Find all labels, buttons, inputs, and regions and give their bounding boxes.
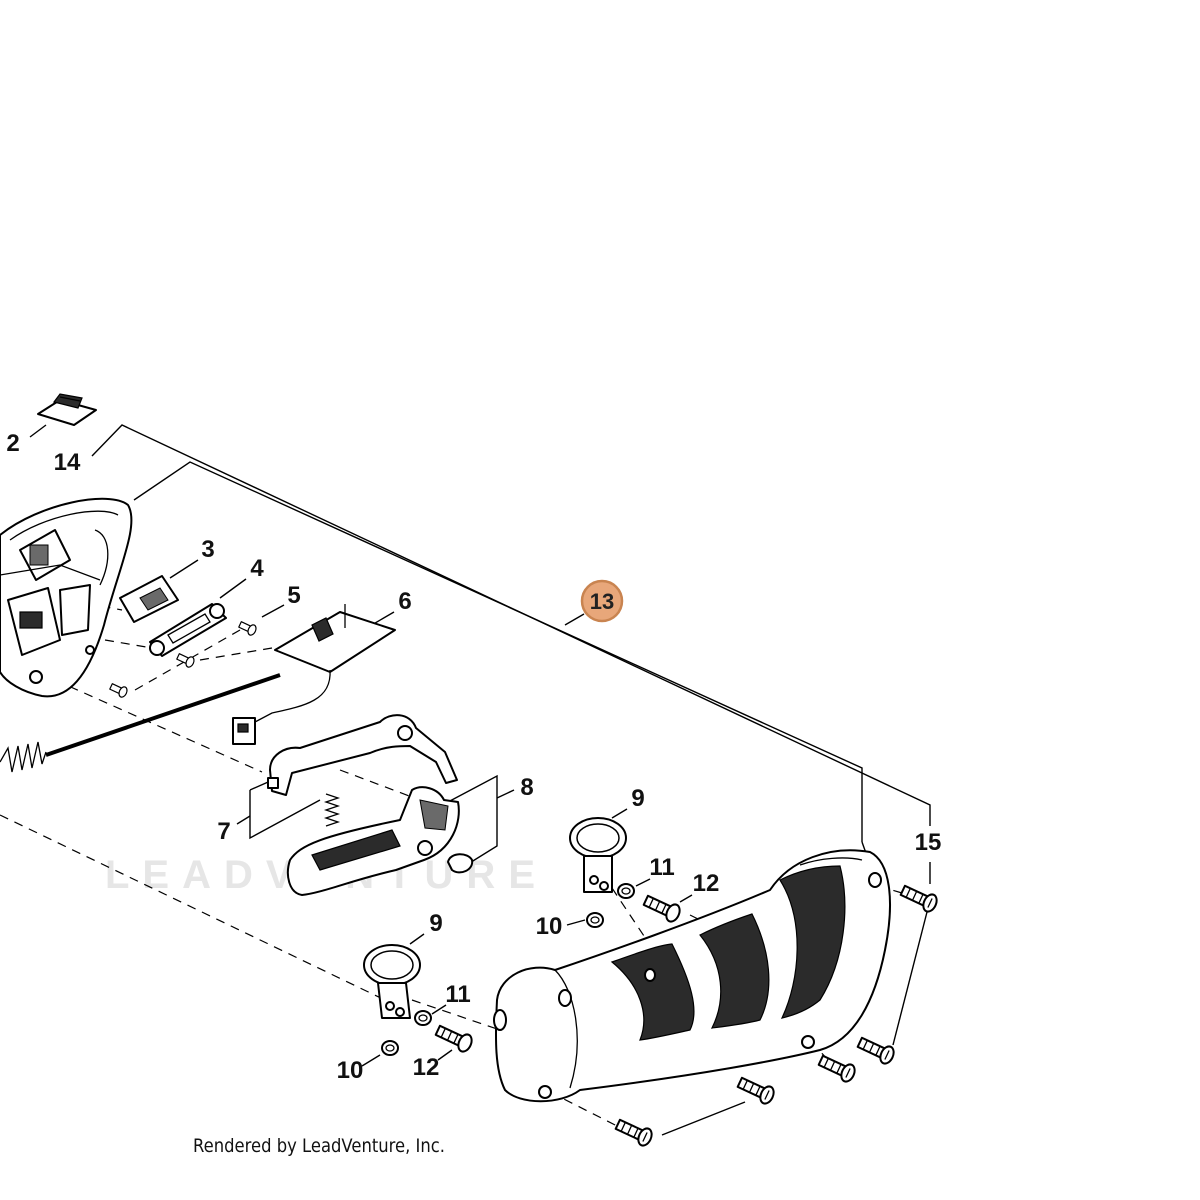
- part-10-washer-lower: [381, 1040, 399, 1056]
- part-4-bracket: [149, 603, 227, 657]
- callout-7: 7: [217, 818, 230, 845]
- part-15-screw: [899, 884, 938, 913]
- part-15-screw: [856, 1036, 895, 1065]
- part-5-screw: [238, 621, 257, 636]
- throttle-cable: [0, 673, 281, 773]
- part-7-spring: [323, 793, 341, 827]
- part-15-screw: [614, 1118, 653, 1147]
- footer-credit: Rendered by LeadVenture, Inc.: [193, 1135, 445, 1157]
- callout-10-upper: 10: [536, 913, 563, 940]
- part-5-screw: [109, 683, 128, 698]
- callout-11-lower: 11: [445, 981, 470, 1008]
- part-11-washer-lower: [414, 1010, 432, 1026]
- grip-housing: [493, 849, 891, 1103]
- part-11-washer-upper: [617, 883, 635, 899]
- alignment-lines: [0, 599, 903, 1131]
- callout-12-lower: 12: [413, 1054, 440, 1081]
- part-15-screw: [736, 1076, 775, 1105]
- callout-6: 6: [398, 588, 411, 615]
- highlighted-callout-13[interactable]: 13: [580, 579, 624, 623]
- callout-15: 15: [915, 829, 942, 856]
- part-6-switch-plate: [232, 604, 396, 745]
- callout-3: 3: [201, 536, 214, 563]
- callout-12-upper: 12: [693, 870, 720, 897]
- part-2-boot: [37, 393, 97, 426]
- callout-11-upper: 11: [649, 854, 674, 881]
- part-15-screw: [817, 1054, 856, 1083]
- part-12-screw-lower: [434, 1024, 473, 1053]
- part-3-seal: [119, 575, 179, 623]
- callout-9-upper: 9: [631, 785, 644, 812]
- part-12-screw-upper: [642, 894, 681, 923]
- part-9-clamp-lower: [363, 944, 421, 1019]
- callout-5: 5: [287, 582, 300, 609]
- part-8-throttle-handle: [286, 786, 460, 896]
- callout-2: 2: [6, 430, 19, 457]
- throttle-clip: [447, 853, 474, 874]
- callout-8: 8: [520, 774, 533, 801]
- part-5-screw: [176, 653, 195, 668]
- part-9-clamp-upper: [569, 817, 627, 893]
- screw-row-line: [661, 1101, 746, 1136]
- highlight-circle[interactable]: [580, 579, 624, 623]
- part-14-housing: [0, 497, 133, 698]
- callout-13[interactable]: 13: [590, 589, 614, 614]
- callout-9-lower: 9: [429, 910, 442, 937]
- callout-10-lower: 10: [337, 1057, 364, 1084]
- part-10-washer-upper: [586, 912, 604, 928]
- callout-4: 4: [250, 555, 264, 582]
- assembly-bracket-lines: [91, 424, 931, 1046]
- callout-14: 14: [54, 449, 81, 476]
- trigger-lever: [267, 714, 458, 796]
